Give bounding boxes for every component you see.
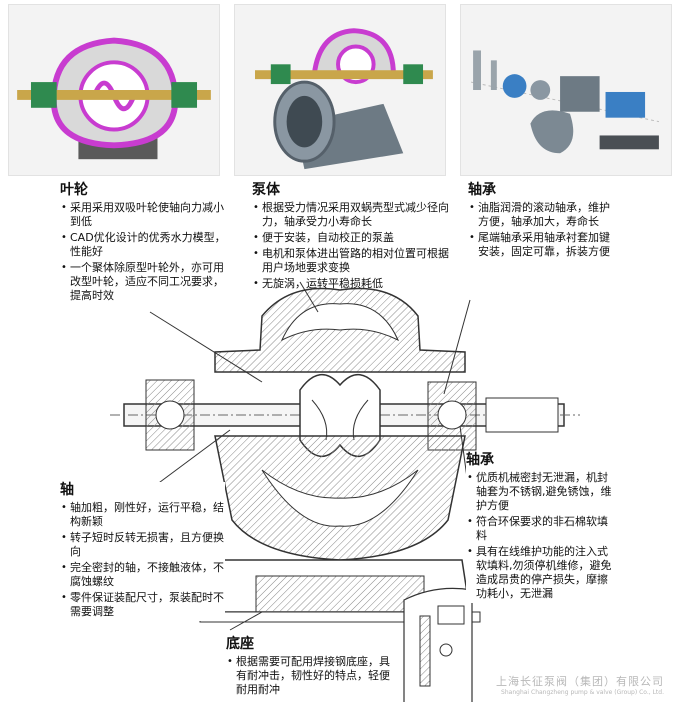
shaft-item: 零件保证装配尺寸，泵装配时不需要调整 (61, 591, 225, 619)
pump-body-item: 电机和泵体进出管路的相对位置可根据用户场地要求变换 (253, 247, 452, 275)
impeller-item: CAD优化设计的优秀水力模型，性能好 (61, 231, 230, 259)
seal-item: 具有在线维护功能的注入式软填料,勿须停机维修，避免造成昂贵的停产损失，摩擦功耗小… (467, 545, 616, 601)
shaft-item: 完全密封的轴，不接触液体，不腐蚀螺纹 (61, 561, 225, 589)
base-item: 根据需要可配用焊接钢底座，具有耐冲击，韧性好的特点，轻便耐用耐冲 (227, 655, 394, 697)
bearing-title: 轴承 (468, 182, 496, 198)
shaft-item: 轴加粗，刚性好，运行平稳，结构新颖 (61, 501, 225, 529)
bearing-item: 油脂润滑的滚动轴承，维护方便，轴承加大，寿命长 (469, 201, 618, 229)
shaft-block: 轴 轴加粗，刚性好，运行平稳，结构新颖 转子短时反转无损害，且方便换向 完全密封… (60, 482, 225, 621)
pump-body-photo (234, 4, 446, 176)
impeller-item: 一个聚体除原型叶轮外，亦可用改型叶轮，适应不同工况要求，提高时效 (61, 261, 230, 303)
impeller-block: 叶轮 采用采用双吸叶轮使轴向力减小到低 CAD优化设计的优秀水力模型，性能好 一… (60, 182, 230, 305)
pump-body-item: 无旋涡，运转平稳损耗低 (253, 277, 452, 291)
pump-body-item: 便于安装，自动校正的泵盖 (253, 231, 452, 245)
base-block: 底座 根据需要可配用焊接钢底座，具有耐冲击，韧性好的特点，轻便耐用耐冲 (226, 636, 394, 699)
seal-item: 优质机械密封无泄漏，机封轴套为不锈钢,避免锈蚀，维护方便 (467, 471, 616, 513)
impeller-title: 叶轮 (60, 182, 88, 198)
impeller-item: 采用采用双吸叶轮使轴向力减小到低 (61, 201, 230, 229)
company-name-en: Shanghai Changzheng pump & valve (Group)… (501, 689, 664, 696)
bearing-block: 轴承 油脂润滑的滚动轴承，维护方便，轴承加大，寿命长 尾端轴承采用轴承衬套加键安… (468, 182, 618, 261)
pump-body-item: 根据受力情况采用双蜗壳型式减少径向力，轴承受力小寿命长 (253, 201, 452, 229)
shaft-item: 转子短时反转无损害，且方便换向 (61, 531, 225, 559)
pump-body-block: 泵体 根据受力情况采用双蜗壳型式减少径向力，轴承受力小寿命长 便于安装，自动校正… (252, 182, 452, 293)
base-title: 底座 (226, 636, 254, 652)
company-watermark: 上海长征泵阀（集团）有限公司 Shanghai Changzheng pump … (496, 673, 664, 696)
seal-block: 轴承 优质机械密封无泄漏，机封轴套为不锈钢,避免锈蚀，维护方便 符合环保要求的非… (466, 452, 616, 603)
seal-item: 符合环保要求的非石棉软填料 (467, 515, 616, 543)
seal-title: 轴承 (466, 452, 494, 468)
pump-body-title: 泵体 (252, 182, 280, 198)
impeller-photo (8, 4, 220, 176)
company-name-cn: 上海长征泵阀（集团）有限公司 (496, 675, 664, 688)
bearing-item: 尾端轴承采用轴承衬套加键安装，固定可靠，拆装方便 (469, 231, 618, 259)
shaft-title: 轴 (60, 482, 74, 498)
exploded-assembly-photo (460, 4, 672, 176)
